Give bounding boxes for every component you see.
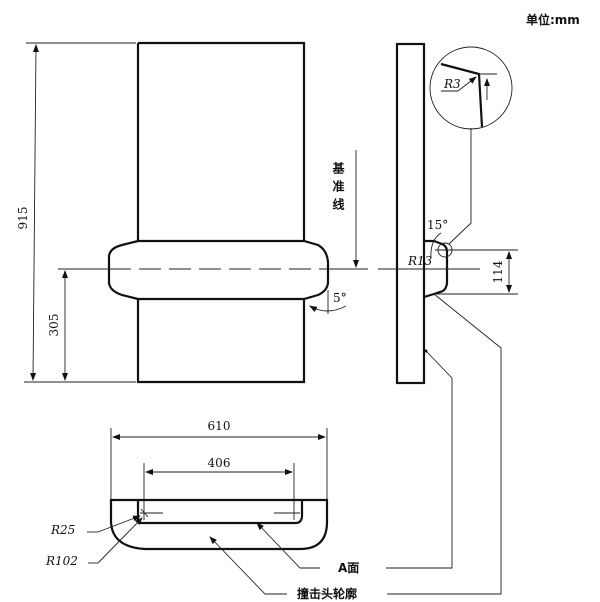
r25-label: R25 — [50, 523, 75, 537]
leader-outline-bottom — [209, 536, 287, 595]
dim-406-label: 406 — [208, 456, 231, 470]
callout-face-a: A面 — [338, 561, 359, 575]
leader-dot — [424, 349, 428, 353]
detail-view-circle — [429, 46, 513, 130]
dim-610-label: 610 — [208, 419, 231, 433]
datum-label: 基准线 — [331, 162, 345, 216]
side-backing-plate — [395, 42, 426, 385]
r102-label: R102 — [45, 554, 78, 568]
leader-outline-side — [387, 293, 502, 595]
callout-impactor-outline: 撞击头轮廓 — [297, 586, 357, 601]
dim-114-label: 114 — [491, 260, 505, 283]
dim-305-label: 305 — [47, 314, 61, 337]
front-impactor-band — [107, 239, 330, 301]
detail-profile — [440, 62, 484, 128]
dim-915-label: 915 — [16, 207, 30, 230]
detail-leader — [448, 128, 472, 245]
front-view: 915 305 5° — [16, 41, 368, 384]
bottom-view: 610 406 R25 R102 — [45, 419, 329, 595]
side-view: R3 15° R13 114 — [378, 42, 518, 595]
r3-label: R3 — [443, 77, 461, 91]
angle-15-label: 15° — [427, 218, 448, 232]
angle-5-arc — [309, 305, 347, 313]
dim-line-915 — [30, 44, 39, 381]
bottom-outer-profile — [109, 498, 329, 551]
r102-leader — [97, 517, 143, 564]
leader-face-a-bottom — [256, 522, 320, 569]
bottom-face-a — [136, 500, 304, 525]
angle-5-label: 5° — [333, 291, 347, 305]
angle-15-arc — [430, 232, 442, 259]
front-lower-block — [136, 299, 306, 384]
r25-leader — [97, 515, 141, 533]
unit-label: 单位:mm — [526, 12, 580, 27]
front-upper-block — [136, 41, 306, 241]
side-impactor-profile — [423, 239, 449, 299]
center-cross — [140, 508, 149, 518]
leader-face-a-side — [386, 350, 453, 569]
r13-label: R13 — [407, 254, 433, 268]
r3-leader — [457, 76, 477, 92]
